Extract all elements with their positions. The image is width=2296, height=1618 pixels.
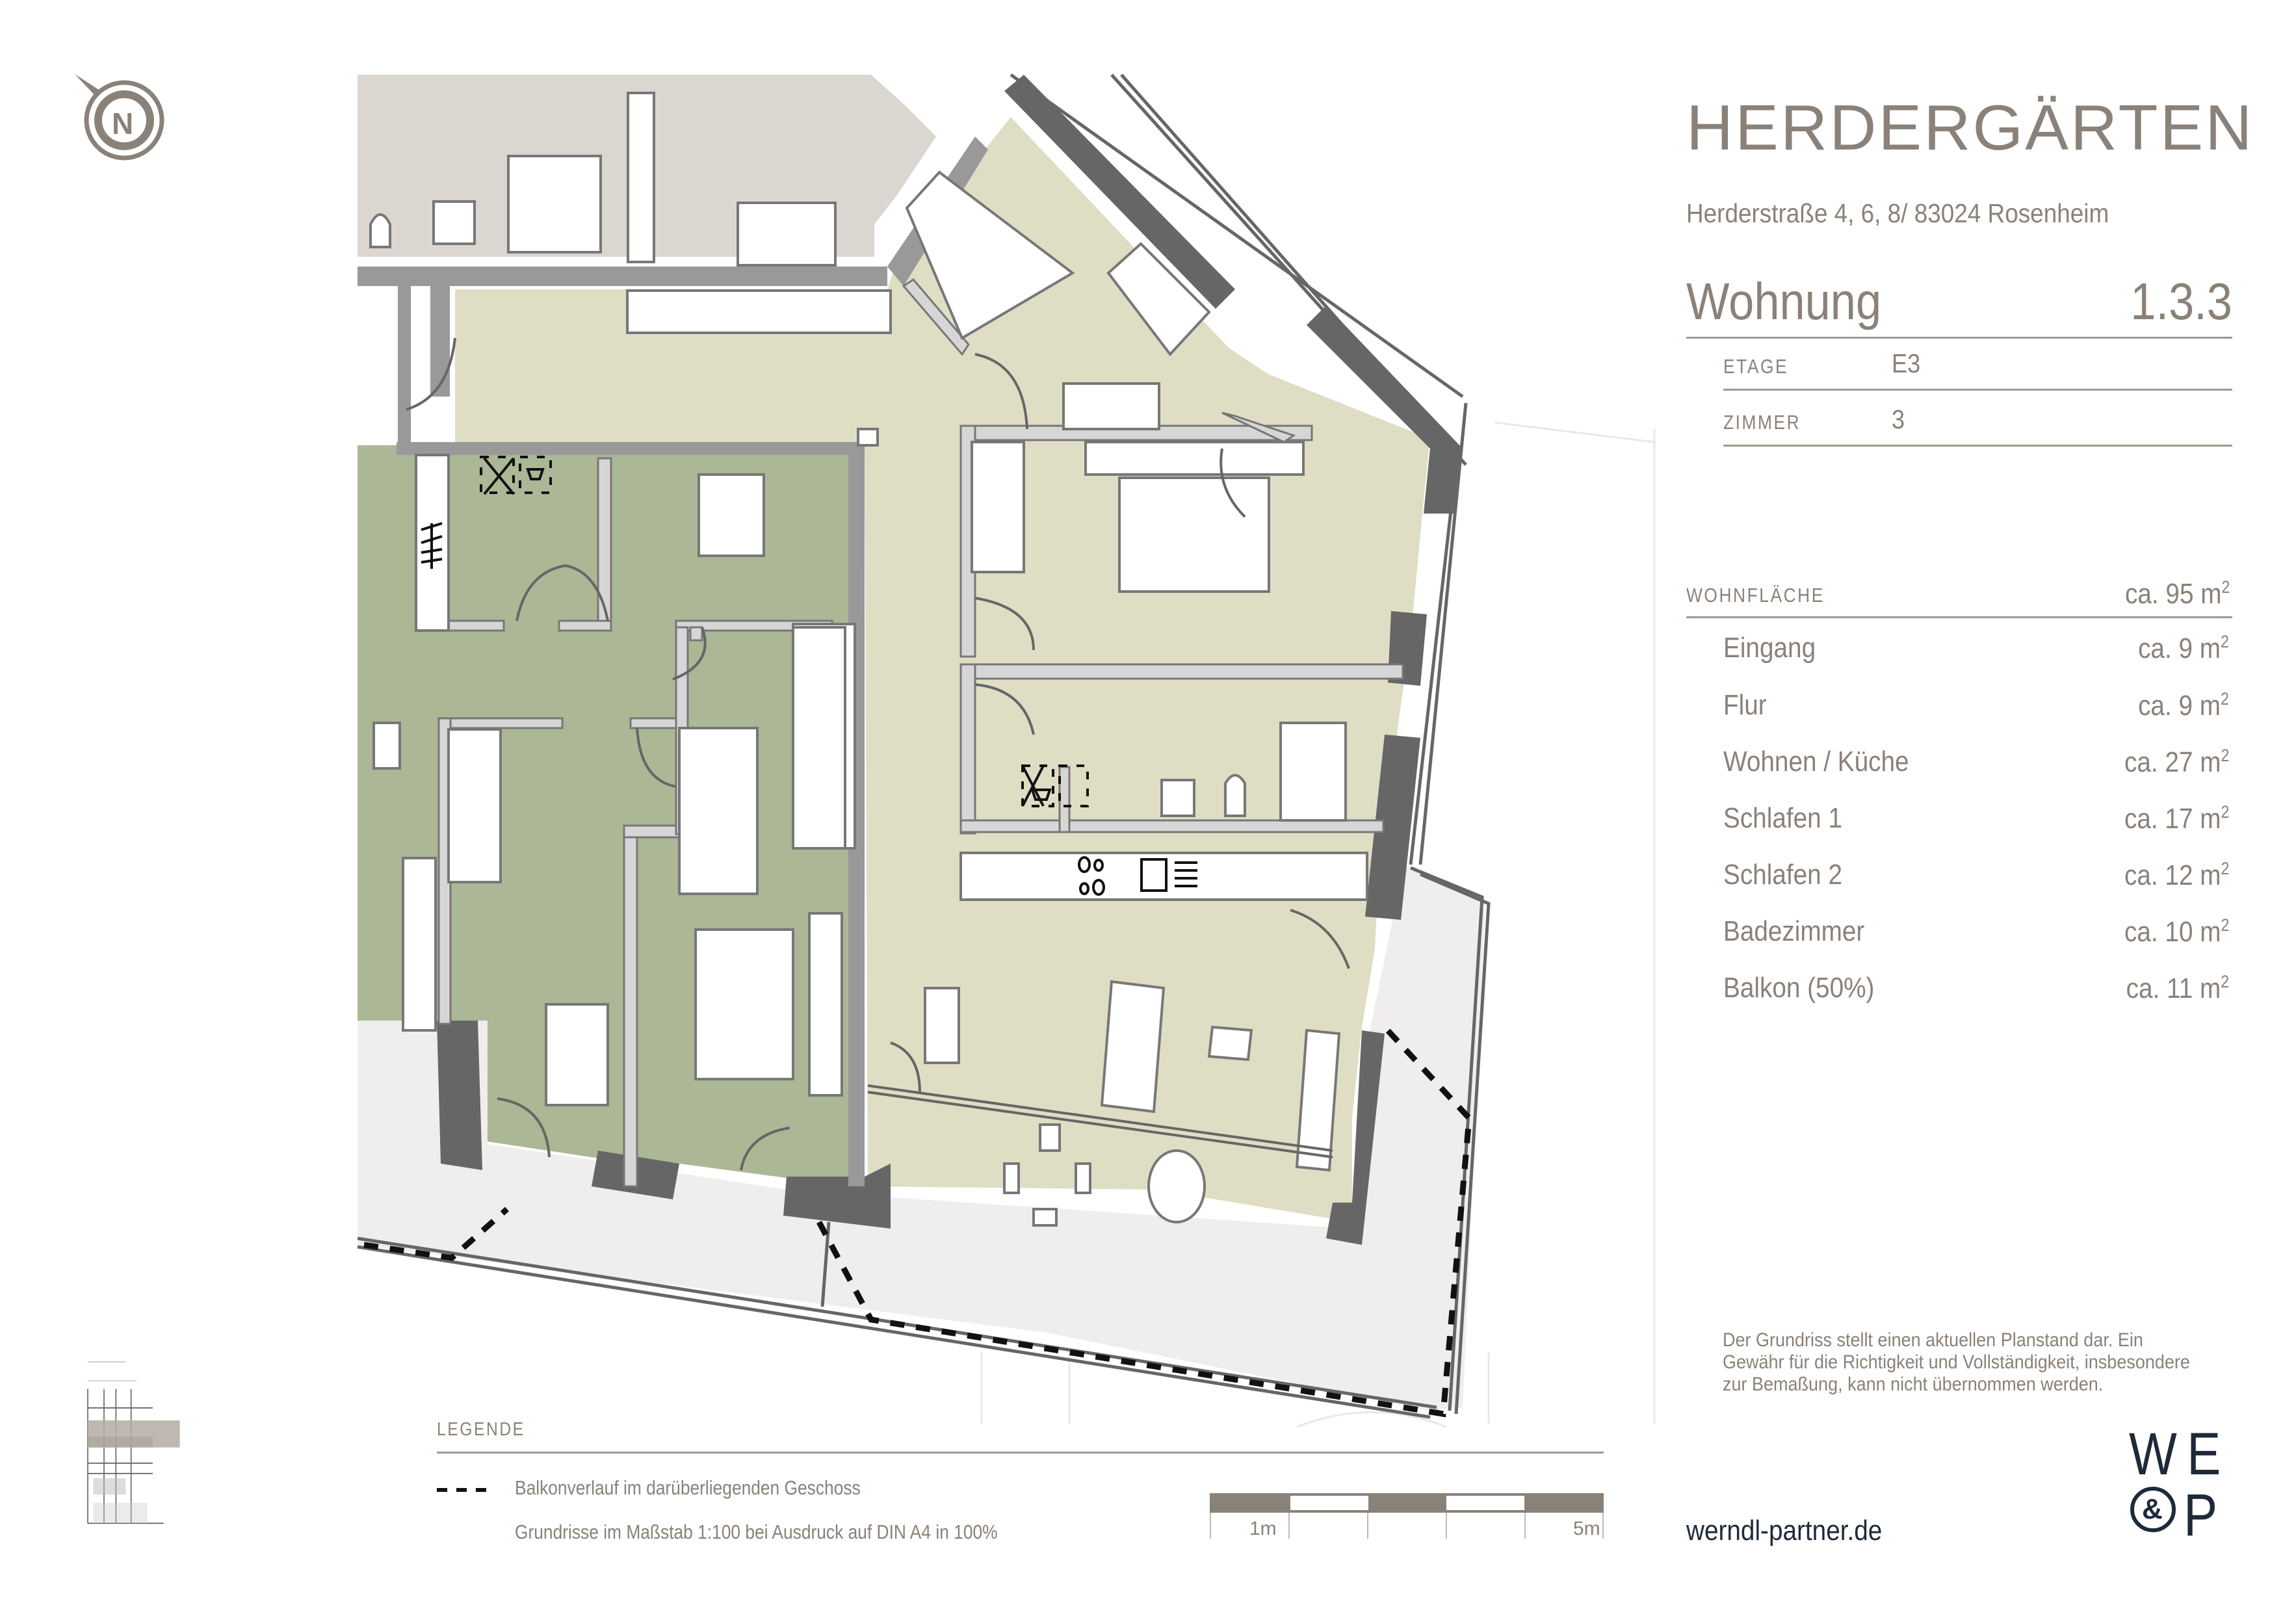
logo-amp: &	[2142, 1493, 2163, 1525]
scale-label-end: 5m	[1573, 1518, 1600, 1539]
room-row-eingang: Eingang ca. 9 m2	[1723, 632, 2229, 671]
room-row-wohnen-kueche: Wohnen / Küche ca. 27 m2	[1723, 746, 2229, 785]
room-name: Schlafen 1	[1723, 802, 1842, 834]
window-line	[867, 1084, 1333, 1158]
unit-label: Wohnung	[1686, 272, 1882, 330]
room-area: ca. 11 m2	[2126, 972, 2229, 1004]
room-row-schlafen-2: Schlafen 2 ca. 12 m2	[1723, 859, 2229, 898]
scale-bar	[1210, 1493, 1604, 1539]
room-area: ca. 12 m2	[2124, 859, 2229, 891]
we-p-logo: WE & P	[2129, 1420, 2221, 1550]
appliance-symbols	[421, 456, 1197, 896]
balcony	[358, 865, 1485, 1411]
room-name: Eingang	[1723, 632, 1816, 664]
meta-key-etage: ETAGE	[1723, 355, 1789, 378]
room-name: Badezimmer	[1723, 915, 1865, 947]
meta-value-etage: E3	[1892, 348, 1921, 378]
room-row-flur: Flur ca. 9 m2	[1723, 689, 2229, 728]
room-area: ca. 17 m2	[2124, 802, 2229, 835]
disclaimer-text: Der Grundriss stellt einen aktuellen Pla…	[1723, 1329, 2190, 1395]
unit-header: Wohnung 1.3.3	[1686, 272, 2232, 337]
room-area: ca. 9 m2	[2138, 632, 2229, 664]
building-elevation-thumbnail	[87, 1361, 180, 1524]
interior-walls	[424, 278, 1404, 1188]
living-area-value: ca. 95 m2	[2124, 577, 2230, 610]
room-row-balkon: Balkon (50%) ca. 11 m2	[1723, 972, 2229, 1011]
logo-amp-circle	[2130, 1487, 2176, 1532]
divider	[1723, 389, 2232, 391]
legend-title: LEGENDE	[437, 1419, 525, 1440]
divider	[1686, 616, 2232, 618]
project-address: Herderstraße 4, 6, 8/ 83024 Rosenheim	[1686, 198, 2109, 228]
legend-item-balcony-outline: Balkonverlauf im darüberliegenden Gescho…	[515, 1476, 861, 1499]
dashed-line-icon	[437, 1488, 488, 1492]
room-area: ca. 9 m2	[2138, 689, 2229, 722]
compass-label: N	[112, 107, 134, 140]
north-arrow-icon	[75, 74, 164, 161]
upper-balcony-outline	[363, 1024, 1472, 1418]
apartment-1-3-3	[455, 117, 1430, 1222]
divider	[1723, 445, 2232, 447]
site-lines	[980, 421, 1656, 1428]
furniture	[369, 92, 1368, 1227]
room-row-schlafen-1: Schlafen 1 ca. 17 m2	[1723, 802, 2229, 841]
meta-key-zimmer: ZIMMER	[1723, 411, 1801, 434]
project-title: HERDERGÄRTEN	[1686, 92, 2254, 163]
unit-number: 1.3.3	[2130, 272, 2232, 330]
room-row-badezimmer: Badezimmer ca. 10 m2	[1723, 915, 2229, 954]
meta-value-zimmer: 3	[1892, 404, 1905, 434]
room-area: ca. 10 m2	[2124, 915, 2229, 948]
room-name: Flur	[1723, 689, 1767, 721]
logo-we: WE	[2129, 1421, 2231, 1487]
legend-divider	[437, 1452, 1604, 1454]
scale-label-start: 1m	[1249, 1518, 1277, 1539]
room-area: ca. 27 m2	[2124, 746, 2229, 778]
door-swings	[406, 337, 1350, 1171]
living-area-label: WOHNFLÄCHE	[1686, 584, 1825, 607]
website-link[interactable]: werndl-partner.de	[1686, 1515, 1883, 1546]
room-name: Balkon (50%)	[1723, 972, 1875, 1004]
logo-p: P	[2184, 1482, 2218, 1548]
divider	[1686, 337, 2232, 339]
party-walls	[358, 137, 988, 1186]
room-name: Schlafen 2	[1723, 859, 1842, 891]
legend-item-scale-note: Grundrisse im Maßstab 1:100 bei Ausdruck…	[515, 1520, 998, 1543]
room-name: Wohnen / Küche	[1723, 746, 1909, 777]
